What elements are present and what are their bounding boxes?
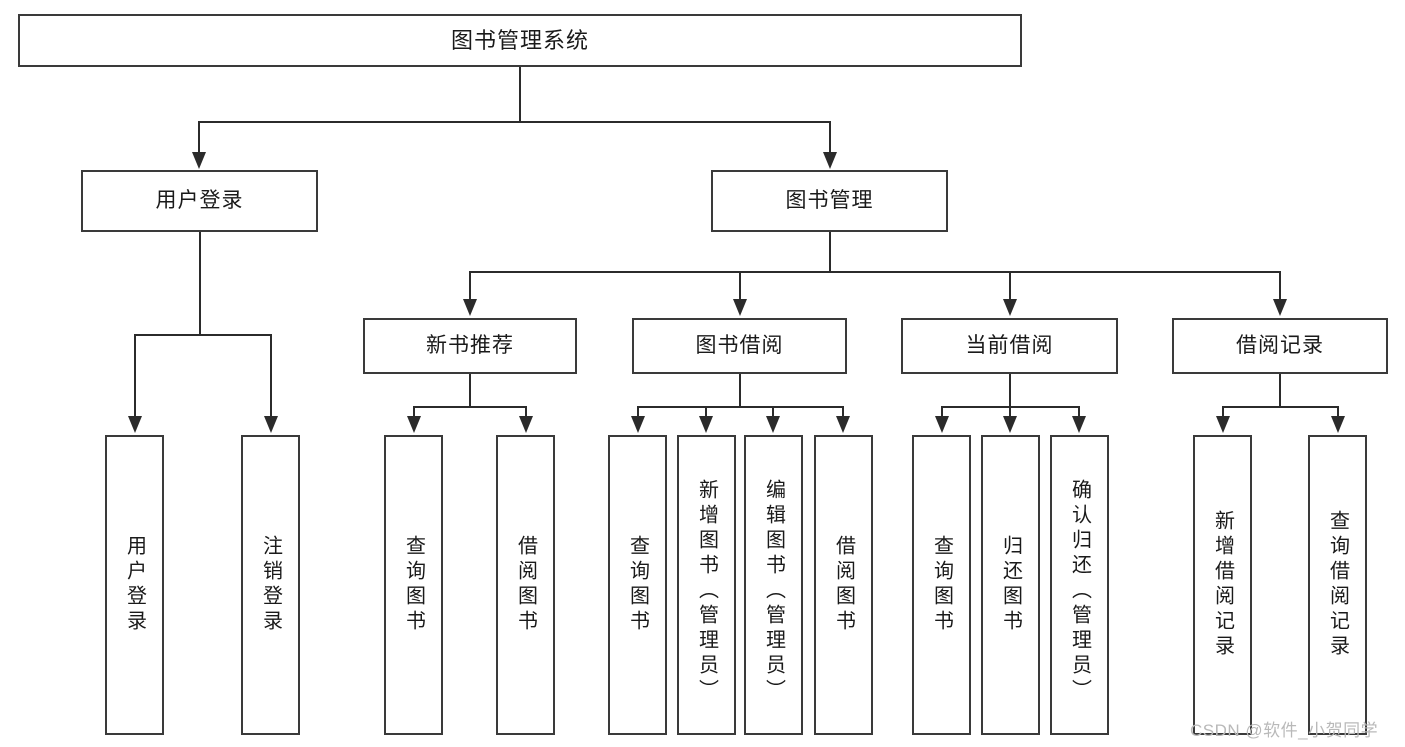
node-label: 图书管理: [785, 188, 874, 212]
connector-root-stem: [519, 67, 521, 122]
arrowhead-bb-edit: [766, 416, 780, 433]
node-label: 新书推荐: [426, 333, 514, 357]
connector-drop-bb-add: [705, 406, 707, 418]
leaf-cb-confirm-return[interactable]: 确认归还（管理员）: [1050, 435, 1109, 735]
arrowhead-new-book: [463, 299, 477, 316]
arrowhead-borrow-record: [1273, 299, 1287, 316]
leaf-br-add-record[interactable]: 新增借阅记录: [1193, 435, 1252, 735]
arrowhead-cb-query: [935, 416, 949, 433]
connector-borrow-record-bus: [1222, 406, 1338, 408]
connector-drop-current-borrow: [1009, 271, 1011, 301]
arrowhead-leaf-logout: [264, 416, 278, 433]
node-label: 用户登录: [123, 535, 146, 635]
leaf-cb-query-book[interactable]: 查询图书: [912, 435, 971, 735]
node-label: 图书借阅: [695, 333, 784, 357]
arrowhead-bb-borrow: [836, 416, 850, 433]
connector-current-borrow-stem: [1009, 374, 1011, 407]
node-label: 查询借阅记录: [1326, 510, 1349, 660]
leaf-bb-borrow-book[interactable]: 借阅图书: [814, 435, 873, 735]
connector-book-borrow-bus: [637, 406, 843, 408]
node-label: 用户登录: [155, 188, 244, 212]
connector-new-book-stem: [469, 374, 471, 407]
arrowhead-nb-query: [407, 416, 421, 433]
arrowhead-bb-add: [699, 416, 713, 433]
connector-drop-cb-return: [1009, 406, 1011, 418]
arrowhead-cb-return: [1003, 416, 1017, 433]
connector-book-borrow-stem: [739, 374, 741, 407]
node-borrow-record[interactable]: 借阅记录: [1172, 318, 1388, 374]
arrowhead-book-management: [823, 152, 837, 169]
leaf-nb-query-book[interactable]: 查询图书: [384, 435, 443, 735]
arrowhead-leaf-user-login: [128, 416, 142, 433]
connector-new-book-bus: [413, 406, 526, 408]
leaf-logout[interactable]: 注销登录: [241, 435, 300, 735]
node-label: 借阅记录: [1236, 333, 1324, 357]
leaf-nb-borrow-book[interactable]: 借阅图书: [496, 435, 555, 735]
connector-borrow-record-stem: [1279, 374, 1281, 407]
connector-user-login-stem: [199, 232, 201, 335]
connector-drop-nb-query: [413, 406, 415, 418]
arrowhead-br-query: [1331, 416, 1345, 433]
connector-drop-new-book: [469, 271, 471, 301]
node-book-borrow[interactable]: 图书借阅: [632, 318, 847, 374]
arrowhead-current-borrow: [1003, 299, 1017, 316]
node-user-login[interactable]: 用户登录: [81, 170, 318, 232]
node-label: 查询图书: [930, 535, 953, 635]
leaf-bb-add-book[interactable]: 新增图书（管理员）: [677, 435, 736, 735]
connector-drop-br-add: [1222, 406, 1224, 418]
leaf-user-login[interactable]: 用户登录: [105, 435, 164, 735]
arrowhead-nb-borrow: [519, 416, 533, 433]
connector-drop-cb-confirm: [1078, 406, 1080, 418]
arrowhead-cb-confirm: [1072, 416, 1086, 433]
connector-drop-cb-query: [941, 406, 943, 418]
leaf-cb-return-book[interactable]: 归还图书: [981, 435, 1040, 735]
node-label: 查询图书: [402, 535, 425, 635]
node-label: 新增借阅记录: [1211, 510, 1234, 660]
connector-drop-bb-borrow: [842, 406, 844, 418]
connector-drop-book-management: [829, 121, 831, 154]
connector-root-bus: [198, 121, 831, 123]
connector-book-management-stem: [829, 232, 831, 272]
connector-drop-leaf-logout: [270, 334, 272, 418]
leaf-br-query-record[interactable]: 查询借阅记录: [1308, 435, 1367, 735]
connector-book-management-bus: [469, 271, 1280, 273]
node-label: 确认归还（管理员）: [1068, 478, 1091, 704]
node-label: 借阅图书: [832, 535, 855, 635]
connector-drop-user-login: [198, 121, 200, 154]
node-label: 当前借阅: [965, 333, 1054, 357]
connector-drop-br-query: [1337, 406, 1339, 418]
leaf-bb-edit-book[interactable]: 编辑图书（管理员）: [744, 435, 803, 735]
arrowhead-br-add: [1216, 416, 1230, 433]
node-book-management[interactable]: 图书管理: [711, 170, 948, 232]
node-label: 查询图书: [626, 535, 649, 635]
node-label: 编辑图书（管理员）: [762, 478, 785, 704]
connector-drop-nb-borrow: [525, 406, 527, 418]
node-label: 图书管理系统: [450, 27, 589, 53]
node-label: 注销登录: [259, 535, 282, 635]
connector-drop-book-borrow: [739, 271, 741, 301]
arrowhead-book-borrow: [733, 299, 747, 316]
connector-drop-leaf-user-login: [134, 334, 136, 418]
node-label: 新增图书（管理员）: [695, 478, 718, 704]
connector-drop-bb-edit: [772, 406, 774, 418]
node-label: 归还图书: [999, 535, 1022, 635]
node-new-book-recommend[interactable]: 新书推荐: [363, 318, 577, 374]
arrowhead-user-login: [192, 152, 206, 169]
connector-drop-bb-query: [637, 406, 639, 418]
leaf-bb-query-book[interactable]: 查询图书: [608, 435, 667, 735]
node-label: 借阅图书: [514, 535, 537, 635]
node-book-management-system[interactable]: 图书管理系统: [18, 14, 1022, 67]
connector-drop-borrow-record: [1279, 271, 1281, 301]
arrowhead-bb-query: [631, 416, 645, 433]
connector-user-login-bus: [134, 334, 271, 336]
node-current-borrow[interactable]: 当前借阅: [901, 318, 1118, 374]
